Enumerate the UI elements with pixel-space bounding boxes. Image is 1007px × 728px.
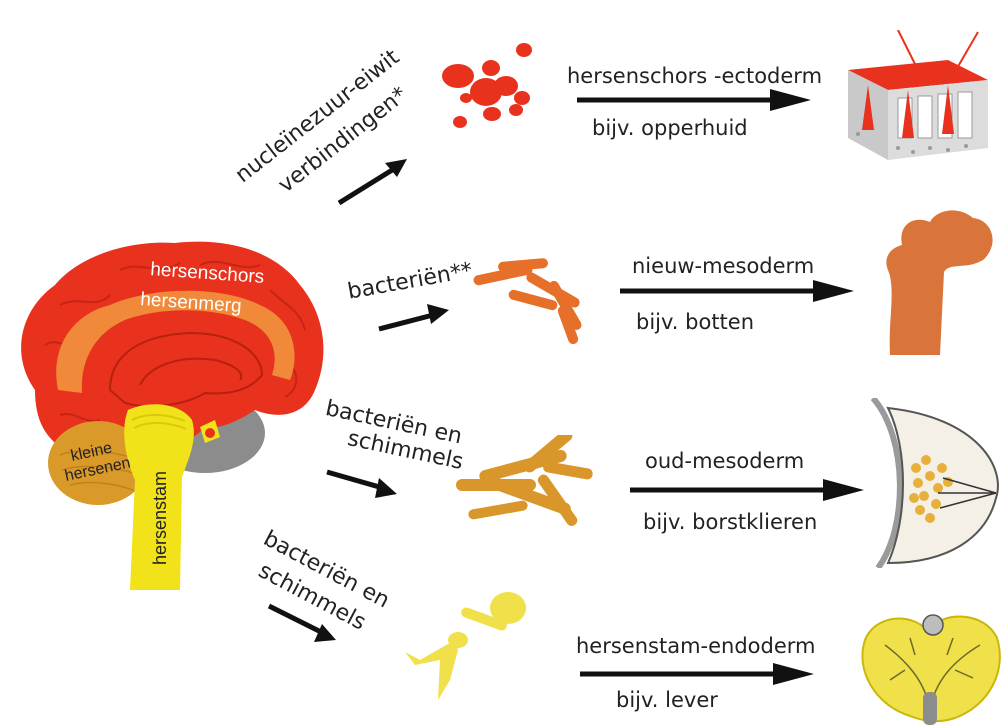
label-hersenstam: hersenstam: [150, 471, 170, 565]
rod-bacteria-icon: [468, 250, 598, 355]
row3-example: bijv. borstklieren: [643, 512, 817, 533]
row2-microbe-line1: bacteriën**: [346, 260, 474, 304]
liver-icon: [855, 600, 1005, 725]
row1-example: bijv. opperhuid: [592, 118, 748, 139]
virus-cluster-icon: [436, 38, 536, 134]
yeast-cell-icon: [400, 580, 535, 710]
row4-right-arrow: [578, 663, 818, 685]
row2-germ-layer: nieuw-mesoderm: [632, 256, 814, 277]
row2-example: bijv. botten: [636, 312, 754, 333]
row4-example: bijv. lever: [616, 690, 718, 711]
row3-left-arrow: [325, 468, 405, 502]
row2-right-arrow: [618, 280, 858, 302]
fungi-icon: [448, 435, 598, 535]
row1-germ-layer: hersenschors -ectoderm: [567, 66, 822, 87]
row4-germ-layer: hersenstam-endoderm: [576, 636, 816, 657]
skin-section-icon: [838, 30, 998, 165]
row3-germ-layer: oud-mesoderm: [645, 451, 804, 472]
row4-left-arrow: [266, 602, 344, 646]
femur-bone-icon: [878, 200, 1003, 355]
row3-right-arrow: [628, 479, 868, 501]
breast-gland-icon: [868, 398, 1006, 568]
row1-left-arrow: [335, 155, 415, 207]
row1-right-arrow: [575, 89, 815, 111]
row2-left-arrow: [375, 304, 455, 334]
